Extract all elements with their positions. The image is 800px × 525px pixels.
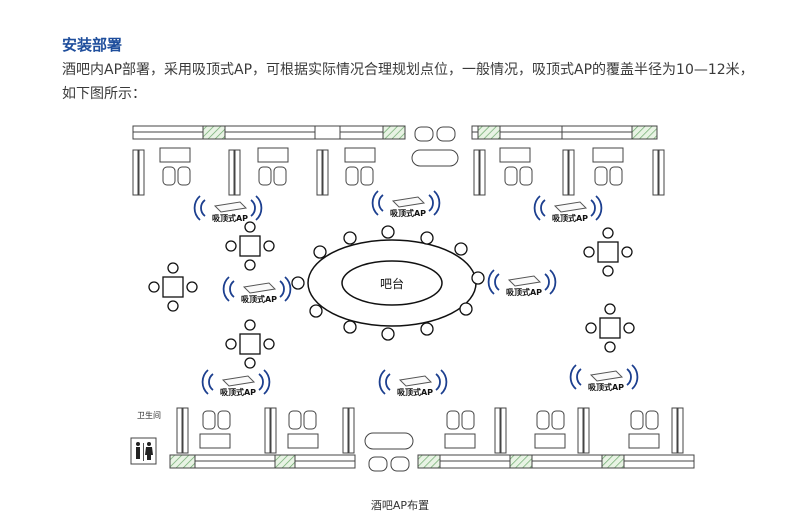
top-partitions: [132, 149, 665, 196]
figure-caption: 酒吧AP布置: [370, 499, 430, 512]
ap-8: [569, 364, 639, 390]
bottom-partitions: [176, 407, 684, 454]
ap-label: 吸顶式AP: [588, 382, 624, 392]
ap-label: 吸顶式AP: [397, 387, 433, 397]
restroom-label: 卫生间: [137, 410, 161, 420]
table-right-2: [585, 303, 635, 353]
body-paragraph: 酒吧内AP部署，采用吸顶式AP，可根据实际情况合理规划点位，一般情况，吸顶式AP…: [62, 62, 754, 78]
ap-label: 吸顶式AP: [390, 208, 426, 218]
bottom-booths: [199, 410, 660, 472]
bar-label: 吧台: [380, 276, 404, 291]
square-tables: [148, 221, 635, 369]
ap-label: 吸顶式AP: [506, 287, 542, 297]
body-paragraph-line2: 如下图所示：: [62, 86, 146, 102]
top-booths: [159, 147, 624, 186]
ap-label: 吸顶式AP: [212, 213, 248, 223]
ap-label: 吸顶式AP: [220, 387, 256, 397]
table-right-1: [583, 227, 633, 277]
table-left-1: [225, 221, 275, 271]
bottom-bench-row: [169, 454, 695, 469]
bar-counter: 吧台: [291, 225, 485, 341]
section-heading: 安装部署: [62, 36, 123, 54]
ap-7: [378, 369, 448, 395]
ap-label: 吸顶式AP: [241, 294, 277, 304]
ap-4: [222, 276, 292, 302]
ap-devices: [213, 196, 624, 387]
ap-1: [193, 195, 263, 221]
table-left-3: [225, 319, 275, 369]
ap-labels: 吸顶式AP 吸顶式AP 吸顶式AP 吸顶式AP 吸顶式AP 吸顶式AP 吸顶式A…: [212, 208, 624, 397]
ap-label: 吸顶式AP: [552, 213, 588, 223]
table-left-2: [148, 262, 198, 312]
restroom-icon: [136, 442, 153, 461]
top-bench-row: [132, 125, 658, 167]
ap-6: [201, 369, 271, 395]
ap-5: [487, 269, 557, 295]
ap-3: [533, 195, 603, 221]
ap-2: [371, 190, 441, 216]
restroom: 卫生间: [130, 410, 161, 465]
ap-group: [193, 190, 639, 395]
